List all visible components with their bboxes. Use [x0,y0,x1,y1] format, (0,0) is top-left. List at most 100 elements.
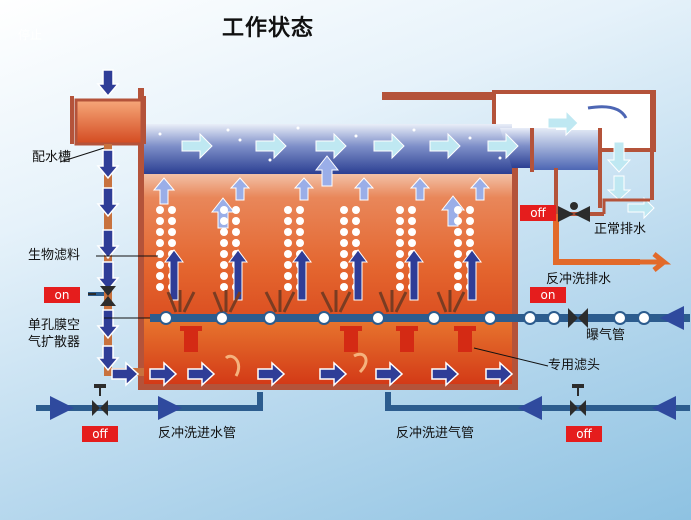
air-bubble [408,239,416,247]
label-backwash-drain: 反冲洗排水 [546,272,612,287]
upflow-arrow [228,249,248,301]
upflow-arrow [348,249,368,301]
upflow-arrows [152,155,491,229]
aeration-valve-status[interactable]: on [530,287,566,303]
air-bubble [340,239,348,247]
air-bubble [296,206,304,214]
air-bubble [156,228,164,236]
air-bubble [156,217,164,225]
air-bubble [352,206,360,214]
upflow-arrow [164,249,184,301]
air-bubble [454,228,462,236]
plenum-flow-arrows [111,361,514,387]
label-backwash-water-inlet: 反冲洗进水管 [158,426,237,441]
air-bubble [408,206,416,214]
air-bubble [156,261,164,269]
air-bubble [220,217,228,225]
air-bubble [340,250,348,258]
air-bubble [340,283,348,291]
label-special-filter-head: 专用滤头 [548,358,601,373]
air-bubble [340,272,348,280]
air-bubble [396,261,404,269]
feed-flow-arrows [96,69,120,372]
air-bubble [352,217,360,225]
air-bubble [220,272,228,280]
drain-pipes [553,168,672,272]
air-bubble [284,239,292,247]
air-bubble [352,228,360,236]
air-bubble [232,239,240,247]
air-bubble [454,283,462,291]
air-bubble [284,261,292,269]
air-bubble [396,250,404,258]
air-bubble [220,228,228,236]
air-bubble [296,239,304,247]
air-bubble [156,239,164,247]
air-bubble [454,239,462,247]
label-aeration-pipe: 曝气管 [586,328,626,343]
air-bubble [220,250,228,258]
surface-flow-arrows [181,109,655,220]
upflow-arrow [462,249,482,301]
backwash-water-valve-status[interactable]: off [82,426,118,442]
backwash-air-pipe [385,392,690,420]
air-bubble [340,228,348,236]
air-bubble [396,206,404,214]
status-text: 停止 [18,28,43,42]
label-diffuser-line1: 单孔膜空 [28,318,81,333]
air-bubble [466,239,474,247]
air-bubble [454,250,462,258]
air-bubble [454,261,462,269]
air-bubble [466,206,474,214]
air-bubble [340,217,348,225]
air-bubble [296,217,304,225]
air-bubble [220,206,228,214]
air-bubble [454,272,462,280]
distribution-tank [70,96,146,146]
air-bubble [466,217,474,225]
air-bubble [340,261,348,269]
air-bubble [352,239,360,247]
label-distribution-tank: 配水槽 [32,150,72,165]
air-bubble [284,206,292,214]
bio-media-tufts [166,290,466,313]
air-bubble [168,228,176,236]
collector-tank [530,102,637,208]
air-bubble [396,239,404,247]
air-bubble [454,206,462,214]
filter-heads [180,326,476,352]
air-bubble [156,250,164,258]
surface-bubbles [158,126,502,162]
inflow-valve-status[interactable]: on [44,287,80,303]
air-bubble [408,217,416,225]
air-bubble [156,272,164,280]
air-bubble [156,206,164,214]
diffuser-columns [156,206,482,301]
label-backwash-air-inlet: 反冲洗进气管 [396,426,475,441]
air-bubble [408,228,416,236]
air-bubble [168,217,176,225]
backwash-water-pipe [36,392,263,420]
plenum-swirl [224,352,368,377]
air-bubble [284,283,292,291]
upflow-arrow [404,249,424,301]
backwash-air-valve-status[interactable]: off [566,426,602,442]
air-bubble [284,272,292,280]
label-diffuser-line2: 气扩散器 [28,335,81,350]
air-bubble [396,217,404,225]
air-bubble [168,239,176,247]
air-bubble [396,283,404,291]
label-normal-drain: 正常排水 [594,222,647,237]
air-bubble [296,228,304,236]
label-leaders [59,147,549,367]
normal-drain-valve-status[interactable]: off [520,205,556,221]
valves [88,202,590,416]
air-bubble [220,239,228,247]
air-bubble [454,217,462,225]
air-bubble [220,261,228,269]
air-bubble [232,217,240,225]
diagram-title: 工作状态 [222,16,315,41]
air-bubble [396,228,404,236]
